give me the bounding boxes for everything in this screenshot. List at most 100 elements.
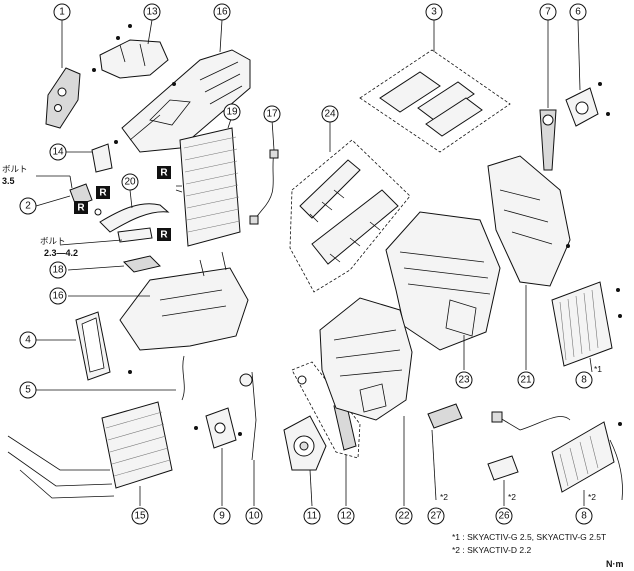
svg-text:3: 3 — [431, 7, 437, 18]
part-13-duct — [92, 19, 169, 79]
svg-text:8: 8 — [581, 511, 587, 522]
part-27-filter — [427, 403, 463, 501]
svg-text:15: 15 — [134, 511, 146, 522]
callout-3: 3 — [425, 3, 443, 21]
callout-23: 22 — [395, 507, 413, 525]
svg-text:26: 26 — [498, 511, 510, 522]
svg-text:4: 4 — [25, 335, 31, 346]
part-2-clip — [35, 175, 102, 216]
part-5-hose — [36, 355, 185, 401]
callout-18: 17 — [263, 105, 281, 123]
part-22-right-case — [487, 155, 571, 370]
svg-text:16: 16 — [216, 7, 228, 18]
callout-13: 13 — [143, 3, 161, 21]
callout-6: 6 — [569, 3, 587, 21]
svg-text:17: 17 — [266, 109, 278, 120]
part-8-filter-upper — [551, 281, 622, 373]
svg-text:8: 8 — [581, 375, 587, 386]
part-6-motor — [565, 19, 610, 127]
callout-27: 27 — [427, 507, 445, 525]
part-25-filters — [289, 120, 411, 293]
svg-text:23: 23 — [458, 375, 470, 386]
part-3-air-filter — [359, 20, 511, 153]
svg-text:2: 2 — [25, 201, 31, 212]
part-19-plate — [67, 255, 161, 273]
replace-mark-3: R — [157, 166, 171, 179]
callout-7: 7 — [539, 3, 557, 21]
part-7-link — [539, 20, 557, 171]
callout-14: 14 — [49, 143, 67, 161]
svg-text:18: 18 — [52, 265, 64, 276]
svg-text:10: 10 — [248, 511, 260, 522]
replace-mark-text-3: R — [160, 168, 168, 179]
replace-mark-text-2: R — [77, 203, 85, 214]
svg-text:14: 14 — [52, 147, 64, 158]
footnote-2: *2 : SKYACTIV-D 2.2 — [452, 545, 531, 555]
unit-label: N·m — [606, 559, 624, 569]
bolt-torque-2: 2.3—4.2 — [44, 248, 78, 258]
callout-2: 2 — [19, 197, 37, 215]
callout-15: 15 — [131, 507, 149, 525]
part-23-left-case — [319, 297, 413, 506]
part-21-pipe — [59, 189, 170, 246]
part-11-blower — [283, 415, 327, 507]
callout-12: 12 — [337, 507, 355, 525]
svg-text:9: 9 — [219, 511, 225, 522]
part-16-upper-housing — [121, 19, 251, 153]
svg-text:21: 21 — [520, 375, 532, 386]
svg-text:24: 24 — [324, 109, 336, 120]
callout-11: 11 — [303, 507, 321, 525]
replace-mark-1: R — [96, 186, 110, 199]
callout-17: 16 — [49, 287, 67, 305]
footnote-1: *1 : SKYACTIV-G 2.5, SKYACTIV-G 2.5T — [452, 532, 606, 542]
part-9-motor — [194, 407, 242, 506]
callout-10: 10 — [245, 507, 263, 525]
svg-text:1: 1 — [59, 7, 65, 18]
bolt-label-1: ボルト — [2, 164, 28, 174]
callout-1: 1 — [53, 3, 71, 21]
replace-mark-text-4: R — [160, 230, 168, 241]
callout-4: 4 — [19, 331, 37, 349]
svg-text:6: 6 — [575, 7, 581, 18]
replace-mark-2: R — [74, 201, 88, 214]
callout-8-lower: 8 — [575, 507, 593, 525]
callout-24: 23 — [455, 371, 473, 389]
callout-8-upper: 8 — [575, 371, 593, 389]
svg-text:11: 11 — [307, 511, 318, 522]
part-15-heater-core — [7, 401, 173, 506]
svg-text:5: 5 — [25, 385, 31, 396]
part-14-bracket — [66, 140, 118, 173]
part-18-sensor — [249, 119, 279, 225]
part-20-evaporator — [175, 115, 241, 247]
callout-26: 26 — [495, 507, 513, 525]
callout-9: 9 — [213, 507, 231, 525]
replace-mark-text-1: R — [99, 188, 107, 199]
note-star2-26: *2 — [508, 492, 516, 502]
part-24-center-case — [385, 211, 501, 370]
part-1-seal — [45, 20, 81, 129]
svg-text:7: 7 — [545, 7, 551, 18]
svg-text:12: 12 — [340, 511, 352, 522]
part-12-link — [291, 361, 361, 506]
bolt-torque-1: 3.5 — [2, 176, 15, 186]
note-star2-27: *2 — [440, 492, 448, 502]
callout-5: 5 — [19, 381, 37, 399]
svg-text:19: 19 — [226, 107, 238, 118]
part-4-gasket — [36, 311, 111, 381]
svg-text:22: 22 — [398, 511, 410, 522]
svg-text:13: 13 — [146, 7, 158, 18]
callout-22: 21 — [517, 371, 535, 389]
bolt-label-2: ボルト — [40, 236, 66, 246]
replace-mark-4: R — [157, 228, 171, 241]
svg-text:20: 20 — [124, 177, 136, 188]
part-26-bracket — [487, 411, 571, 506]
svg-text:16: 16 — [52, 291, 64, 302]
note-star2-8: *2 — [588, 492, 596, 502]
callout-21: 20 — [121, 173, 139, 191]
part-10-lever — [239, 371, 257, 506]
svg-text:27: 27 — [430, 511, 442, 522]
part-8-heater-lower — [551, 421, 623, 506]
part-17-lower-housing — [68, 251, 249, 374]
